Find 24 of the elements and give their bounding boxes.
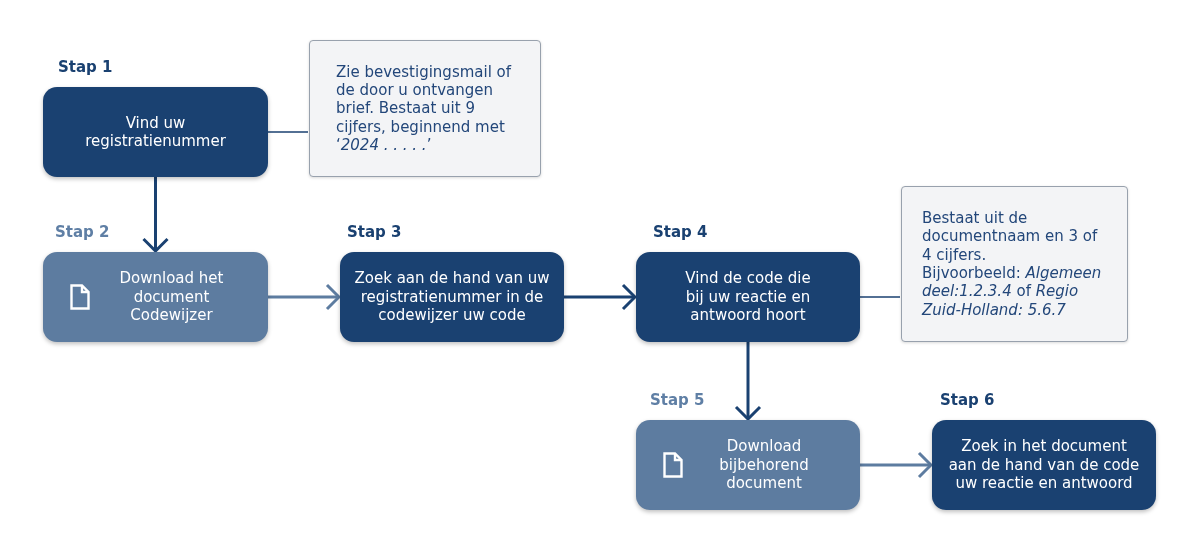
- step-heading: Stap 1: [58, 58, 113, 76]
- step-heading: Stap 3: [347, 223, 402, 241]
- step-text: Zoek aan de hand van uw registratienummer in de codewijzer uw code: [354, 269, 550, 325]
- step-text: Vind de code die bij uw reactie en antwoord hoort: [684, 269, 812, 325]
- step-text: Download bijbehorend document: [718, 437, 810, 493]
- arrow: [734, 342, 762, 421]
- step-heading: Stap 4: [653, 223, 708, 241]
- connector-line: [267, 131, 309, 133]
- step-text: Download het document Codewijzer: [118, 269, 225, 325]
- step-heading: Stap 2: [55, 223, 110, 241]
- step-text: Zoek in het document aan de hand van de code uw reactie en antwoord: [947, 437, 1141, 493]
- connector-line: [859, 296, 901, 298]
- step-heading: Stap 6: [940, 391, 995, 409]
- note-text: Zie bevestigingsmail of de door u ontvangen brief. Bestaat uit 9 cijfers, beginnend met ‘2024 . . . . .’: [336, 62, 513, 155]
- step-heading: Stap 5: [650, 391, 705, 409]
- arrow: [564, 283, 637, 311]
- note-box: [901, 186, 1128, 342]
- note-text: Bijvoorbeeld: Algemeen deel:1.2.3.4 of Regio Zuid-Holland: 5.6.7: [922, 264, 1103, 319]
- arrow: [268, 283, 341, 311]
- arrow: [142, 177, 169, 253]
- note-text: Bestaat uit de documentnaam en 3 of 4 cijfers.: [922, 209, 1099, 264]
- arrow: [860, 451, 933, 479]
- note-box: [309, 40, 541, 177]
- step-text: Vind uw registratienummer: [84, 113, 227, 151]
